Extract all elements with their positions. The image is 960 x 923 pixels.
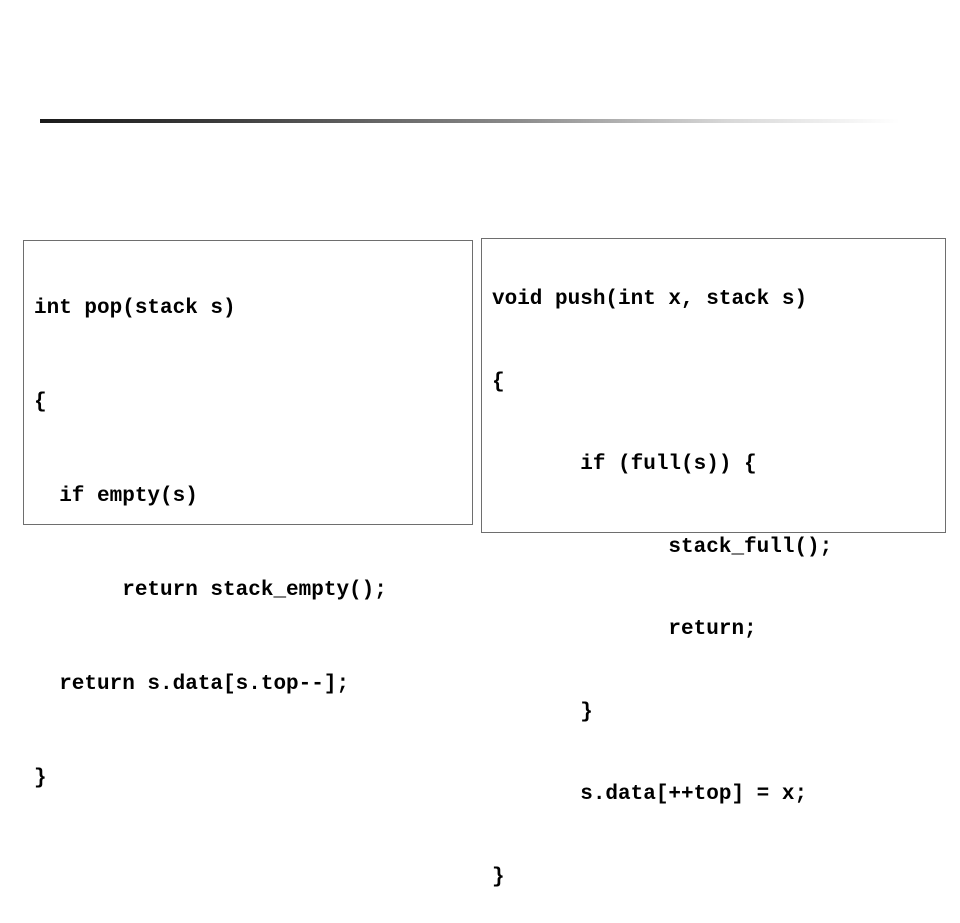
- code-line: }: [492, 865, 505, 889]
- code-line: {: [492, 370, 505, 394]
- code-line: return s.data[s.top--];: [34, 673, 350, 696]
- code-line: void push(int x, stack s): [492, 288, 808, 311]
- code-line: }: [492, 700, 593, 724]
- code-line: int pop(stack s): [34, 297, 236, 320]
- push-function-code-box: void push(int x, stack s) { if (full(s))…: [481, 238, 946, 889]
- code-line: stack_full();: [492, 535, 833, 559]
- code-line: return stack_empty();: [34, 579, 387, 602]
- code-line: {: [34, 391, 47, 414]
- code-line: if empty(s): [34, 485, 198, 508]
- title-divider-rule: [40, 119, 900, 123]
- code-line: return;: [492, 618, 757, 641]
- code-line: }: [34, 767, 47, 790]
- pop-function-code-box: int pop(stack s) { if empty(s) return st…: [23, 240, 473, 790]
- code-line: s.data[++top] = x;: [492, 783, 808, 806]
- code-line: if (full(s)) {: [492, 453, 757, 476]
